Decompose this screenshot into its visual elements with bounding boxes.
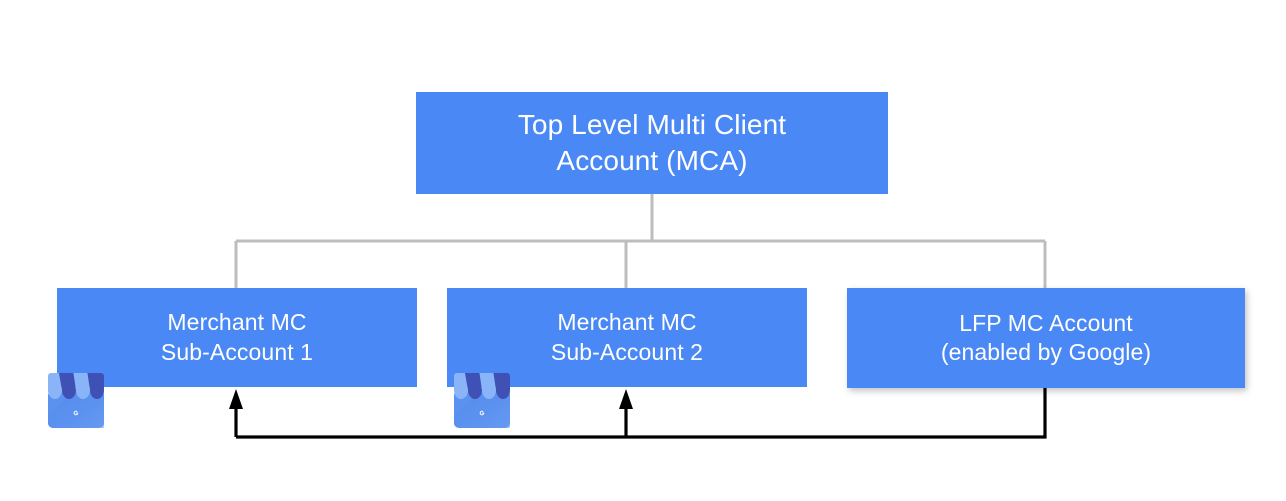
feedback-arrowhead-sub1 [229,389,243,409]
node-top-level-mca[interactable]: Top Level Multi Client Account (MCA) [416,92,888,194]
google-business-profile-icon [48,373,104,428]
feedback-path-lfp-to-subs [236,388,1047,439]
node-lfp-mc-account[interactable]: LFP MC Account (enabled by Google) [847,288,1245,388]
node-merchant-mc-sub-account-1[interactable]: Merchant MC Sub-Account 1 [57,288,417,387]
node-merchant-mc-sub-account-2[interactable]: Merchant MC Sub-Account 2 [447,288,807,387]
google-business-profile-icon [454,373,510,428]
feedback-arrowhead-sub2 [619,389,633,409]
